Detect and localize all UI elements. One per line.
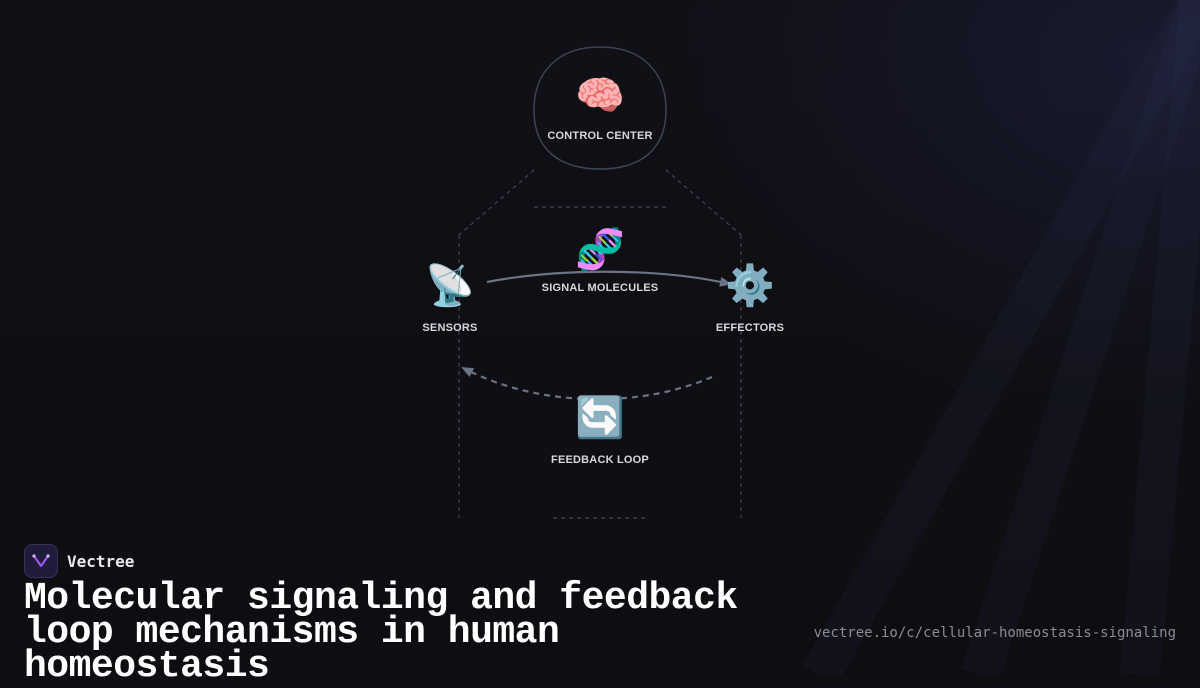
sensors-node: 📡 SENSORS (400, 262, 500, 334)
signal-molecules-node: 🧬 SIGNAL MOLECULES (520, 226, 680, 294)
control-center-node: 🧠 CONTROL CENTER (540, 72, 660, 142)
vectree-logo-icon (24, 544, 58, 578)
brand[interactable]: Vectree (24, 544, 134, 578)
brain-icon: 🧠 (575, 73, 625, 119)
feedback-arrow (461, 367, 713, 401)
page-url[interactable]: vectree.io/c/cellular-homeostasis-signal… (813, 625, 1176, 641)
signal-arrow (486, 270, 732, 287)
brand-name: Vectree (67, 551, 135, 571)
page-title: Molecular signaling and feedback loop me… (24, 577, 738, 688)
cycle-arrows-icon: 🔄 (575, 395, 625, 441)
sensors-label: SENSORS (422, 322, 478, 334)
feedback-loop-node: 🔄 FEEDBACK LOOP (530, 394, 670, 466)
gear-icon: ⚙️ (725, 263, 775, 309)
effectors-node: ⚙️ EFFECTORS (700, 262, 800, 334)
satellite-antenna-icon: 📡 (425, 263, 475, 309)
dna-icon: 🧬 (575, 227, 625, 273)
dashed-frame (458, 169, 742, 519)
feedback-loop-label: FEEDBACK LOOP (551, 454, 649, 466)
control-center-label: CONTROL CENTER (547, 130, 653, 142)
effectors-label: EFFECTORS (715, 322, 785, 334)
signal-molecules-label: SIGNAL MOLECULES (541, 282, 659, 294)
control-center-outline (533, 46, 667, 170)
